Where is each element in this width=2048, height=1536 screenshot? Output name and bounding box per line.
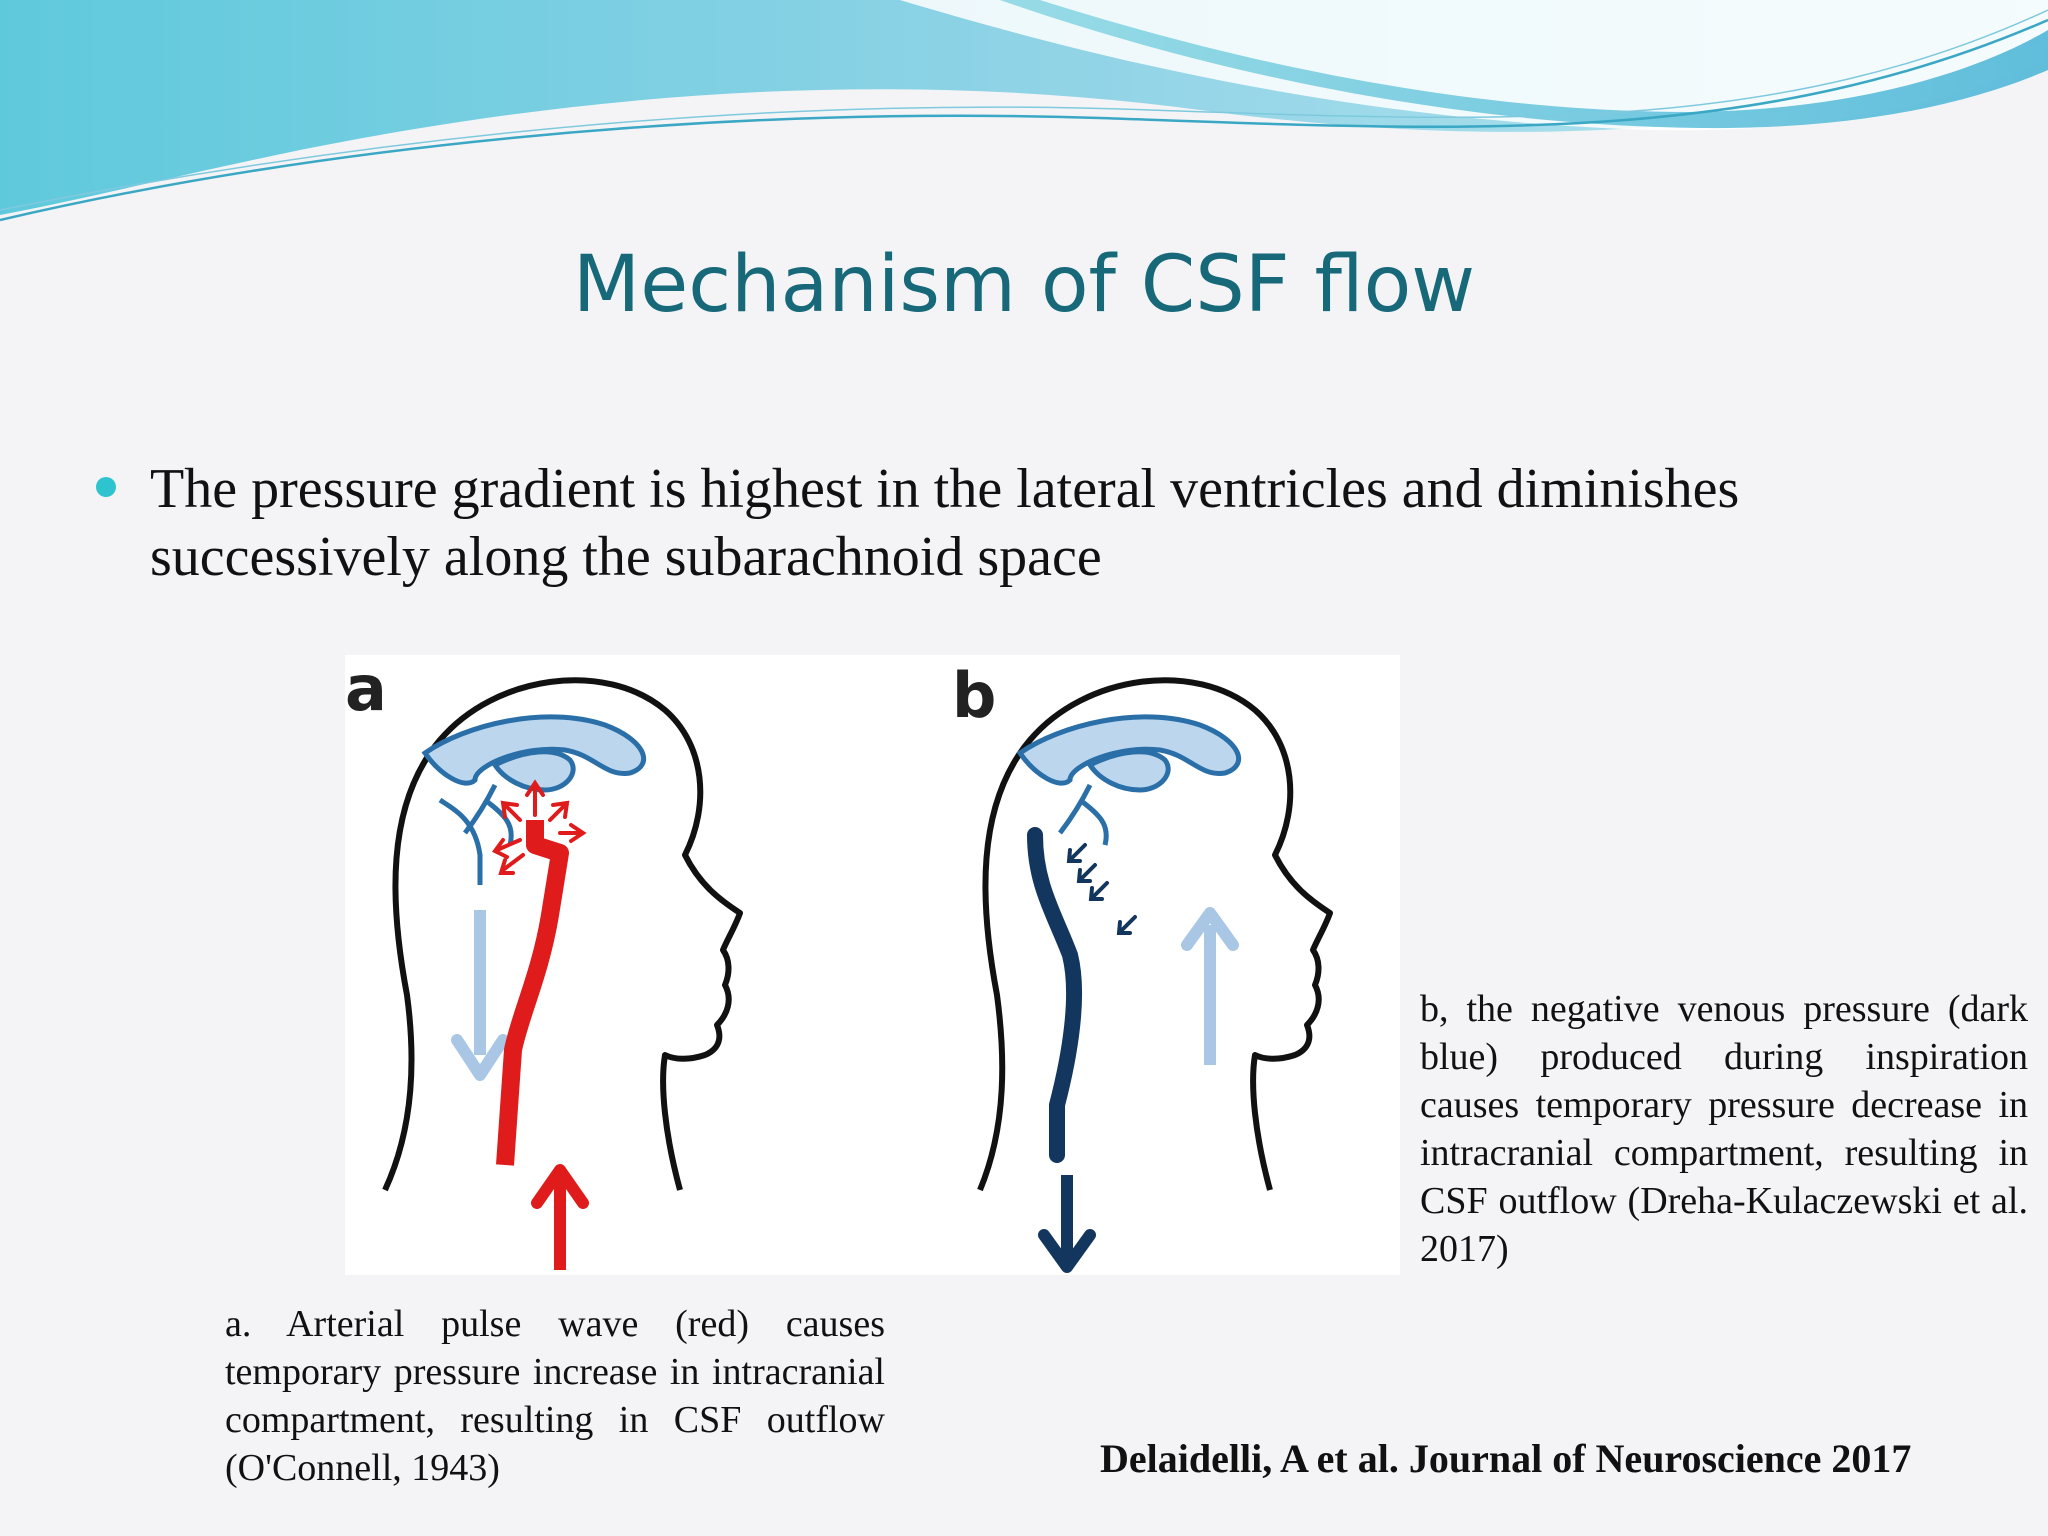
bullet-text: The pressure gradient is highest in the … (150, 458, 1740, 588)
panel-b-venous-vessel (1027, 827, 1083, 1163)
header-wave-decoration (0, 0, 2048, 222)
citation: Delaidelli, A et al. Journal of Neurosci… (1100, 1436, 1912, 1481)
panel-b-label: b (952, 659, 996, 732)
panel-a-ventricles (421, 714, 647, 885)
panel-a-csf-arrow-down (451, 910, 509, 1081)
panel-a-arterial-vessel (496, 820, 569, 1166)
bullet-dot-icon (96, 477, 116, 497)
slide-title: Mechanism of CSF flow (572, 240, 1476, 330)
caption-panel-a: a. Arterial pulse wave (red) causes temp… (225, 1303, 885, 1489)
panel-b-head (977, 677, 1333, 1192)
panel-b-venous-arrow-down (1038, 1175, 1096, 1273)
panel-a-pulse-arrow-up (531, 1164, 589, 1270)
panel-a-pressure-arrows (491, 779, 587, 875)
panel-b-csf-arrow-up (1181, 907, 1239, 1065)
panel-b-pressure-arrows (1066, 843, 1137, 935)
csf-flow-figure: a b (345, 655, 1400, 1275)
panel-b-ventricles (1016, 714, 1242, 846)
csf-flow-diagram: a b (345, 655, 1333, 1273)
caption-panel-b: b, the negative venous pressure (dark bl… (1420, 988, 2028, 1270)
panel-a-label: a (345, 655, 387, 725)
panel-a-head (382, 677, 743, 1192)
